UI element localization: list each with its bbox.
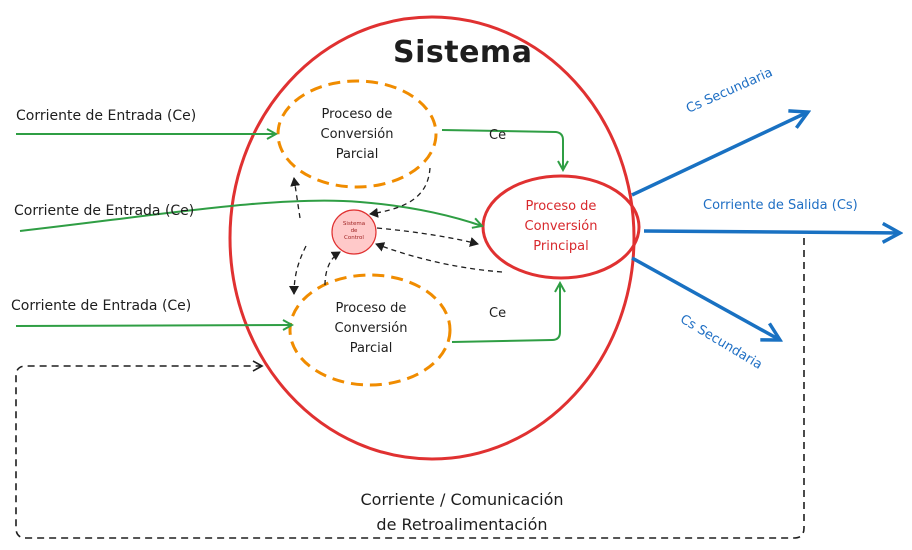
control-system-line2: de [350,228,358,234]
ce-arrow-bottom [451,283,560,343]
partial-process-bottom-line2: Conversión [334,321,408,336]
output-arrow-secondary-bottom [631,256,780,340]
system-boundary-circle [228,15,636,461]
input-label-middle: Corriente de Entrada (Ce) [14,203,195,219]
input-label-bottom: Corriente de Entrada (Ce) [11,298,192,314]
partial-process-top-line2: Conversión [320,127,394,142]
partial-process-top-line1: Proceso de [321,107,393,122]
output-arrow-main [643,231,900,233]
input-label-top: Corriente de Entrada (Ce) [16,108,197,124]
main-process-label: Proceso de Conversión Principal [501,197,621,257]
ce-label-top: Ce [489,128,507,143]
control-system-label: Sistema de Control [334,221,374,242]
input-arrow-bottom [15,325,292,326]
ce-label-bottom: Ce [489,306,507,321]
main-process-line1: Proceso de [525,199,597,214]
ce-arrow-top [441,129,563,170]
partial-process-bottom-line1: Proceso de [335,301,407,316]
feedback-label: Corriente / Comunicación de Retroaliment… [306,487,618,537]
output-arrow-secondary-top [631,112,808,197]
partial-process-top-line3: Parcial [335,147,379,162]
feedback-line2: de Retroalimentación [376,515,548,534]
main-process-line3: Principal [533,239,589,254]
feedback-line1: Corriente / Comunicación [360,490,564,509]
system-title: Sistema [393,35,533,70]
control-link-to-bottom-process [289,245,307,295]
control-system-circle [331,209,377,255]
feedback-loop-line [15,238,805,539]
control-system-line1: Sistema [342,221,366,227]
control-link-to-top-process [290,177,301,219]
output-label-main: Corriente de Salida (Cs) [703,198,858,213]
partial-process-top-circle [276,79,438,189]
control-system-line3: Control [344,235,364,241]
partial-process-bottom-label: Proceso de Conversión Parcial [311,299,431,359]
control-link-from-main [375,242,503,273]
main-process-line2: Conversión [524,219,598,234]
partial-process-bottom-line3: Parcial [349,341,393,356]
partial-process-top-label: Proceso de Conversión Parcial [297,105,417,165]
input-arrow-middle [19,199,482,232]
control-link-from-bottom-process [324,251,341,286]
control-link-to-main [376,227,479,247]
